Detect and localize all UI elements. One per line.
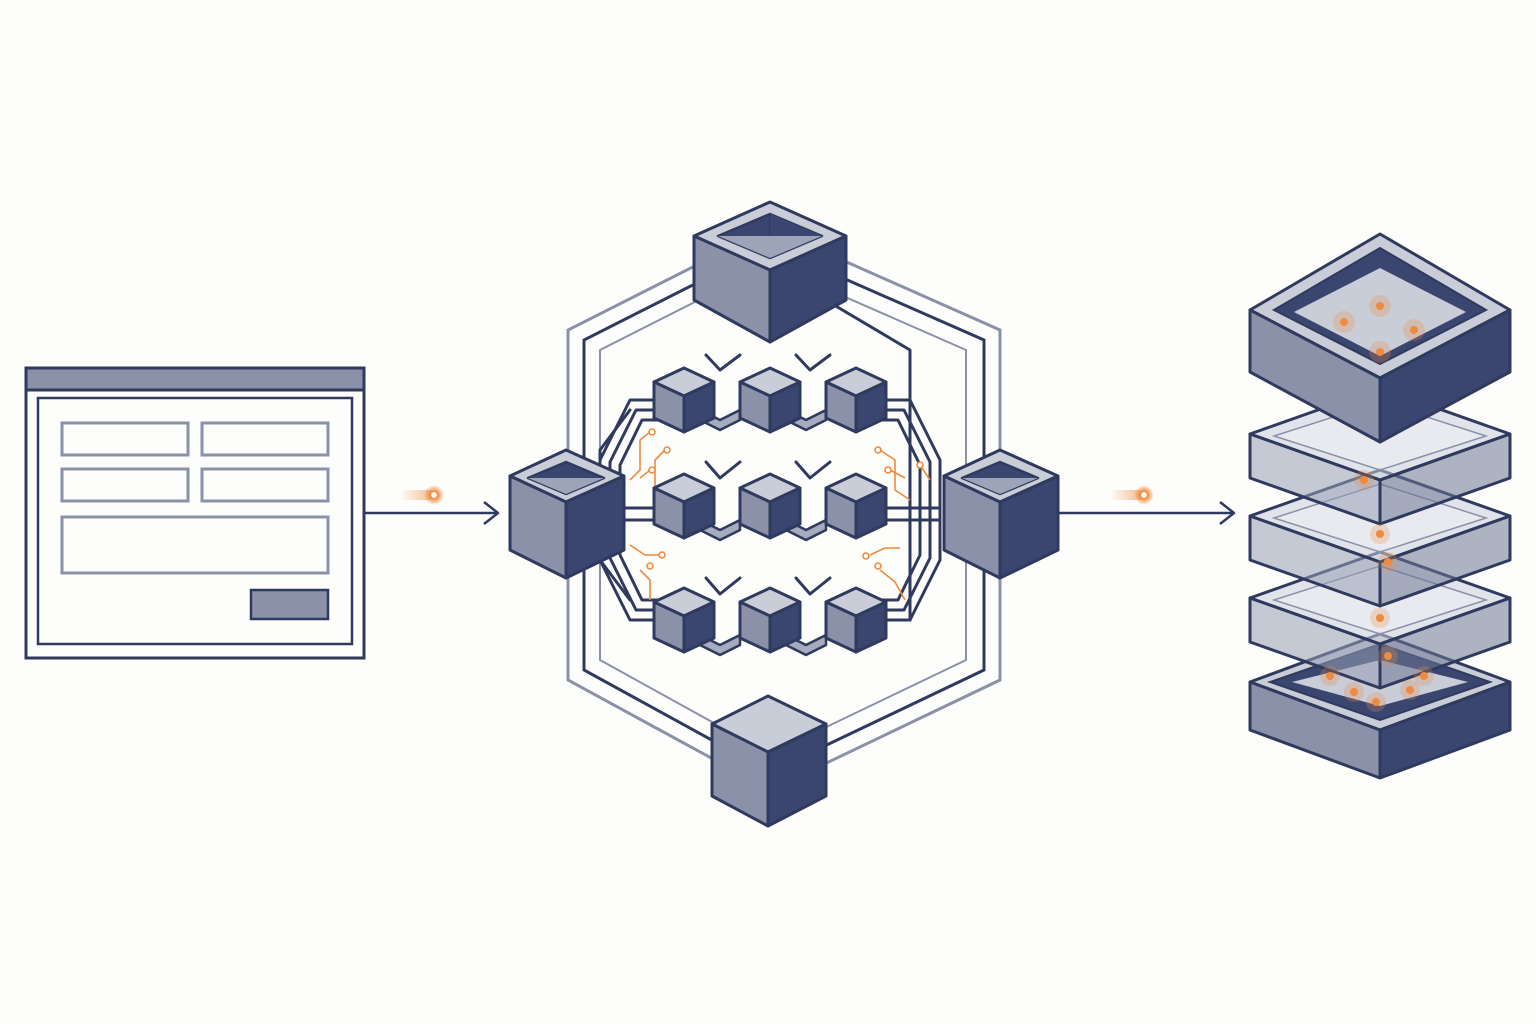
cube-node	[824, 366, 888, 434]
cube-node	[824, 472, 888, 540]
storage-layer-top	[1248, 232, 1512, 444]
form-field	[60, 467, 190, 503]
stacked-storage-icon	[1248, 232, 1512, 780]
connector-lines	[598, 290, 912, 622]
arrow-right-icon	[364, 501, 500, 525]
circuit-traces	[629, 428, 931, 601]
cube-node	[738, 586, 802, 654]
signal-particle-icon	[1110, 485, 1154, 505]
data-glow-points	[1320, 295, 1434, 712]
rail-bundle-right	[876, 398, 942, 622]
bottom-solid-cube	[710, 694, 828, 828]
cube-node	[652, 472, 716, 540]
form-window-icon	[24, 366, 366, 660]
cube-node	[738, 366, 802, 434]
left-hollow-cube	[508, 448, 626, 580]
form-field	[200, 421, 330, 457]
hexagon-cube-network-icon	[508, 200, 1060, 828]
form-textarea	[60, 515, 330, 575]
form-field	[200, 467, 330, 503]
form-submit-button	[249, 588, 330, 621]
cube-node	[824, 586, 888, 654]
cube-grid	[652, 366, 888, 654]
cube-node	[652, 366, 716, 434]
right-hollow-cube	[942, 448, 1060, 580]
signal-particle-icon	[400, 485, 444, 505]
form-field	[60, 421, 190, 457]
cube-node	[652, 586, 716, 654]
top-hollow-cube	[692, 200, 848, 344]
arrow-right-icon	[1058, 501, 1236, 525]
storage-layer-glass	[1248, 386, 1512, 526]
cube-node	[738, 472, 802, 540]
